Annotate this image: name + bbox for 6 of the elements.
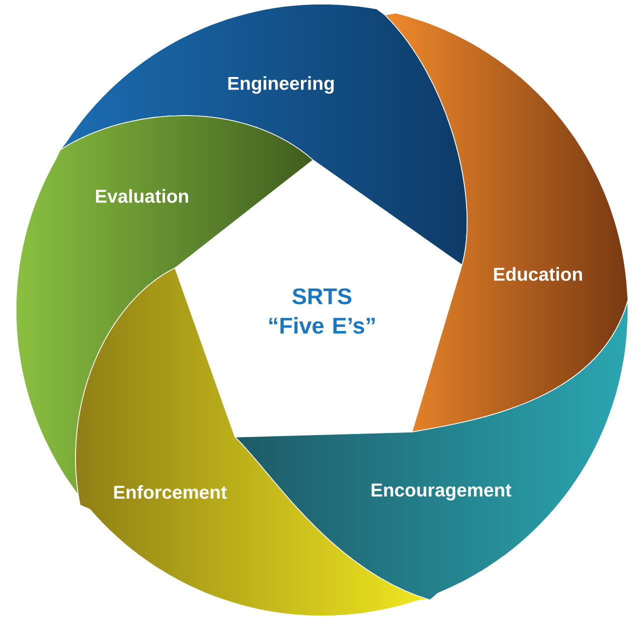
center-label: SRTS “Five E’s” <box>269 288 375 334</box>
segment-label: Encouragement <box>372 484 512 500</box>
segment-label: Evaluation <box>96 189 188 203</box>
segment-label: Engineering <box>228 76 334 94</box>
segment-label: Education <box>494 267 582 281</box>
segment-label: Enforcement <box>114 485 227 499</box>
